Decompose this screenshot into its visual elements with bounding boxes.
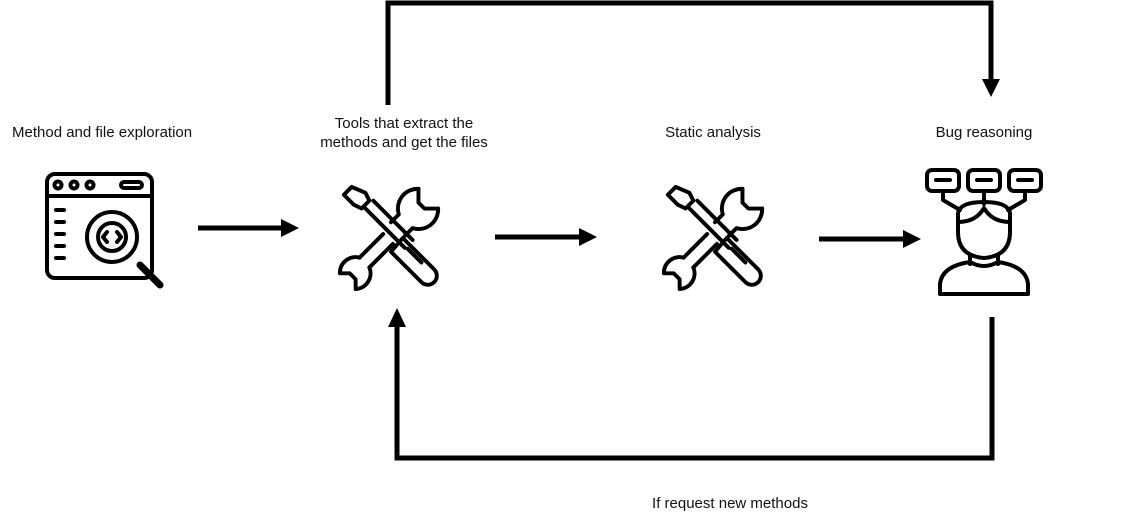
wrench-screwdriver-icon [337,184,441,291]
arrow-step2-to-step3 [495,228,597,246]
code-search-window-icon [45,172,164,289]
step-label-tools-extract: Tools that extract the methods and get t… [304,114,504,152]
arrow-step1-to-step2 [198,219,299,237]
step-label-tools-extract-line1: Tools that extract the [334,115,474,132]
person-thinking-icon [925,168,1043,296]
arrow-bottom-loop [388,308,995,461]
step-label-static-analysis: Static analysis [665,124,761,141]
step-label-method-exploration: Method and file exploration [12,124,193,141]
arrow-top-loop [385,0,1000,105]
wrench-screwdriver-icon-2 [661,184,765,291]
step-label-bug-reasoning: Bug reasoning [935,124,1033,141]
loop-label: If request new methods [652,495,808,512]
step-label-tools-extract-line2: methods and get the files [320,134,488,151]
arrow-step3-to-step4 [819,230,921,248]
